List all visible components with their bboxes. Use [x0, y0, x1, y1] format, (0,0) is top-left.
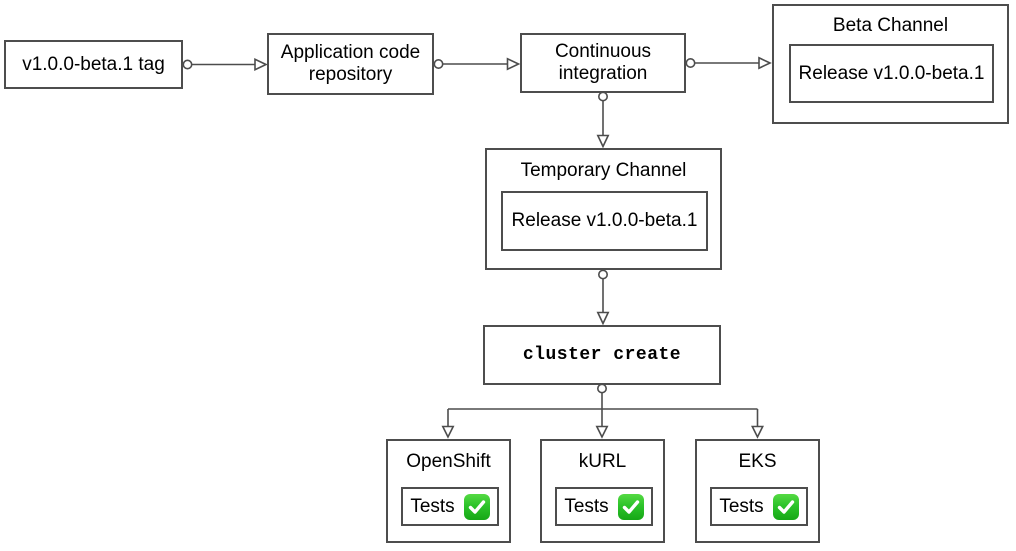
eks-tests-box: Tests: [710, 487, 808, 526]
kurl-title: kURL: [578, 451, 627, 472]
arrow-tag-to-repository: [182, 58, 268, 71]
openshift-tests-box: Tests: [401, 487, 499, 526]
beta-channel-release-label: Release v1.0.0-beta.1: [798, 62, 985, 84]
beta-channel-release-box: Release v1.0.0-beta.1: [789, 44, 994, 103]
node-application-code-repository-label: Application code repository: [280, 42, 421, 85]
group-kurl: kURL Tests: [540, 439, 665, 543]
temporary-channel-release-label: Release v1.0.0-beta.1: [511, 210, 698, 231]
group-openshift: OpenShift Tests: [386, 439, 511, 543]
check-mark-button-icon: [617, 493, 644, 520]
group-beta-channel: Beta Channel Release v1.0.0-beta.1: [772, 4, 1009, 124]
node-continuous-integration: Continuous integration: [520, 33, 686, 93]
eks-title: EKS: [738, 451, 777, 472]
arrow-ci-to-beta-channel: [685, 56, 772, 70]
temporary-channel-release-box: Release v1.0.0-beta.1: [501, 191, 708, 251]
node-continuous-integration-label: Continuous integration: [554, 41, 652, 84]
beta-channel-title: Beta Channel: [832, 15, 949, 36]
check-mark-button-icon: [463, 493, 490, 520]
eks-tests-label: Tests: [719, 495, 764, 517]
openshift-tests-label: Tests: [410, 495, 455, 517]
node-cluster-create-command: cluster create: [483, 325, 721, 385]
group-eks: EKS Tests: [695, 439, 820, 543]
node-version-tag-label: v1.0.0-beta.1 tag: [22, 53, 165, 75]
group-temporary-channel: Temporary Channel Release v1.0.0-beta.1: [485, 148, 722, 270]
arrow-cluster-create-to-clusters: [441, 383, 764, 439]
arrow-temporary-channel-to-cluster-create: [596, 269, 610, 326]
openshift-title: OpenShift: [406, 451, 491, 472]
arrow-repository-to-ci: [433, 57, 521, 71]
kurl-tests-label: Tests: [564, 495, 609, 517]
node-version-tag: v1.0.0-beta.1 tag: [4, 40, 183, 89]
check-mark-button-icon: [772, 493, 799, 520]
node-cluster-create-label: cluster create: [522, 344, 682, 365]
node-application-code-repository: Application code repository: [267, 33, 434, 95]
temporary-channel-title: Temporary Channel: [520, 160, 687, 181]
arrow-ci-to-temporary-channel: [596, 91, 610, 149]
kurl-tests-box: Tests: [555, 487, 653, 526]
